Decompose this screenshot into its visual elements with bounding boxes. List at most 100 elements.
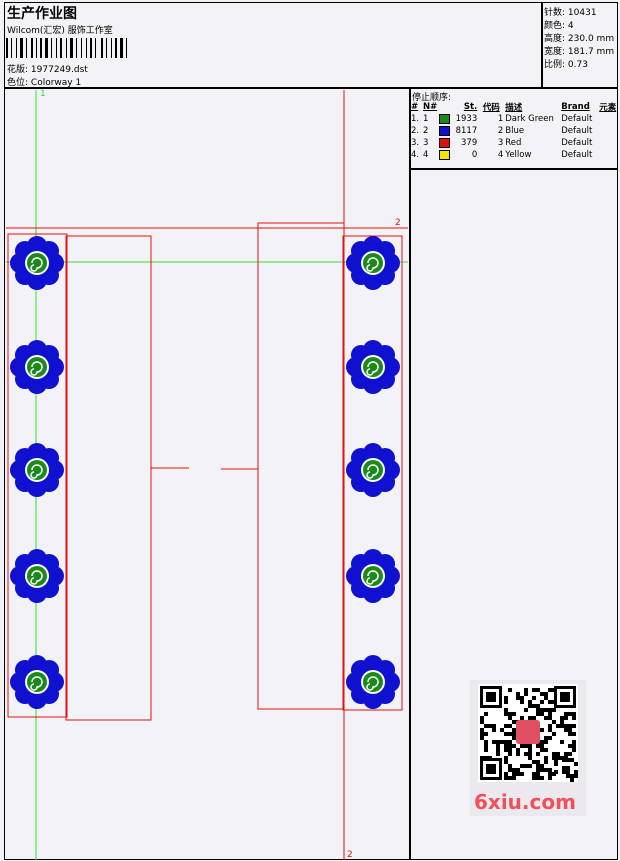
qr-module — [564, 724, 568, 728]
qr-module — [566, 774, 570, 778]
qr-finder-core — [560, 692, 570, 702]
qr-module — [536, 768, 540, 772]
stop-sequence-heading: 停止顺序: — [412, 93, 452, 103]
cell-description: Blue — [505, 126, 525, 136]
qr-center-logo — [516, 720, 540, 744]
barcode-bar — [66, 38, 67, 58]
qr-module — [544, 756, 548, 760]
qr-module — [524, 692, 528, 696]
flower-center — [363, 253, 383, 273]
cell-stitches: 1933 — [455, 114, 478, 124]
qr-module — [504, 744, 508, 748]
qr-module — [508, 712, 512, 716]
col-description: 描述 — [505, 103, 523, 113]
qr-module — [540, 708, 544, 712]
qr-module — [540, 712, 544, 716]
qr-module — [552, 752, 556, 756]
guide-marker-2-top: 2 — [395, 218, 401, 228]
qr-module — [520, 772, 524, 776]
qr-module — [492, 740, 496, 744]
qr-module — [516, 768, 520, 772]
cell-code: 4 — [497, 150, 504, 160]
qr-module — [536, 708, 540, 712]
qr-module — [564, 712, 568, 716]
qr-module — [480, 756, 484, 760]
qr-module — [536, 744, 540, 748]
qr-module — [520, 764, 524, 768]
flower-center — [363, 672, 383, 692]
color-line: 色位: Colorway 1 — [7, 75, 81, 88]
qr-module — [512, 772, 516, 776]
pattern-line: 花版: 1977249.dst — [7, 62, 88, 75]
qr-module — [496, 740, 500, 744]
qr-module — [560, 740, 564, 744]
qr-module — [504, 776, 508, 780]
qr-module — [544, 716, 548, 720]
guide-marker-2-bottom: 2 — [347, 850, 353, 860]
qr-module — [520, 744, 524, 748]
stat-value: 181.7 mm — [567, 47, 615, 57]
cell-code: 2 — [497, 126, 504, 136]
qr-module — [516, 752, 520, 756]
flower-swirl — [366, 464, 379, 479]
qr-module — [548, 768, 552, 772]
qr-module — [540, 728, 544, 732]
qr-module — [554, 762, 558, 766]
stat-scale: 比例: 0.73 — [544, 57, 588, 70]
outline-rect — [342, 235, 403, 711]
watermark-brand: 6xiu.com — [474, 790, 576, 814]
qr-module — [568, 728, 572, 732]
qr-module — [536, 772, 540, 776]
qr-module — [572, 712, 576, 716]
qr-module — [556, 724, 560, 728]
qr-module — [504, 748, 508, 752]
qr-module — [570, 778, 574, 782]
qr-module — [544, 708, 548, 712]
qr-module — [496, 752, 500, 756]
barcode-bar — [81, 38, 82, 58]
cell-brand: Default — [561, 138, 593, 148]
col-brand: Brand — [561, 102, 590, 112]
qr-finder-core — [486, 764, 496, 774]
qr-module — [512, 776, 516, 780]
qr-module — [508, 748, 512, 752]
qr-module — [528, 700, 532, 704]
stat-colors: 颜色: 4 — [544, 18, 574, 31]
guide-marker-1: 1 — [40, 89, 46, 99]
studio-name: Wilcom(汇宏) 服饰工作室 — [7, 26, 113, 36]
cell-brand: Default — [561, 126, 593, 136]
stat-label: 高度: — [544, 34, 566, 44]
qr-module — [544, 768, 548, 772]
qr-module — [508, 716, 512, 720]
qr-module — [484, 744, 488, 748]
col-n: N# — [423, 102, 438, 112]
cell-index: 4. — [411, 150, 420, 160]
pattern-value: 1977249.dst — [30, 65, 88, 75]
cell-code: 1 — [497, 114, 504, 124]
qr-module — [532, 688, 536, 692]
qr-module — [484, 740, 488, 744]
barcode-bar — [76, 38, 77, 58]
qr-module — [548, 688, 552, 692]
qr-module — [484, 712, 488, 716]
stat-value: 4 — [567, 21, 574, 31]
qr-module — [500, 740, 504, 744]
cell-index: 2. — [411, 126, 420, 136]
qr-module — [508, 688, 512, 692]
qr-module — [508, 740, 512, 744]
qr-module — [568, 744, 572, 748]
design-area — [4, 88, 410, 860]
qr-module — [562, 770, 566, 774]
qr-module — [532, 776, 536, 780]
color-swatch — [438, 149, 454, 161]
outline-rect — [7, 233, 68, 718]
qr-module — [540, 692, 544, 696]
cell-description: Yellow — [505, 150, 532, 160]
qr-module — [536, 712, 540, 716]
qr-module — [532, 772, 536, 776]
qr-module — [572, 744, 576, 748]
qr-module — [552, 700, 556, 704]
stat-value: 10431 — [567, 8, 597, 18]
flower-motif — [10, 549, 64, 603]
